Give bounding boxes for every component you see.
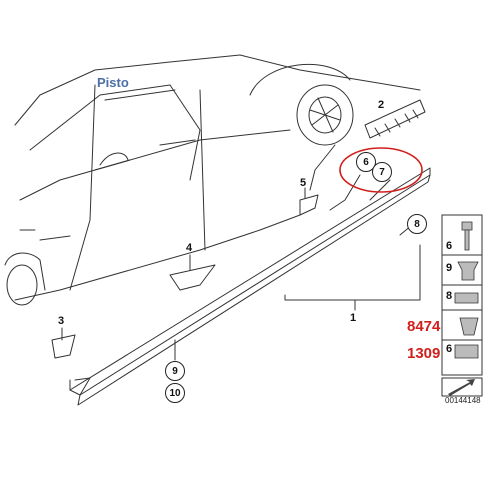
plug-8474 bbox=[459, 317, 479, 336]
wheel-arch bbox=[249, 63, 351, 96]
callout-9: 9 bbox=[165, 361, 185, 381]
screw-head bbox=[461, 221, 473, 231]
wheel-outer bbox=[296, 84, 354, 146]
callout-10: 10 bbox=[165, 383, 185, 403]
callout-2: 2 bbox=[378, 99, 385, 111]
car-sill-line bbox=[14, 214, 301, 301]
car-roof-line bbox=[14, 54, 241, 126]
callout-8: 8 bbox=[407, 214, 427, 234]
car-rear-door-edge bbox=[69, 84, 96, 291]
car-upper-line bbox=[239, 54, 421, 91]
car-door-gap bbox=[199, 89, 206, 251]
red-part-number-2: 1309 bbox=[407, 345, 441, 362]
callout-7: 7 bbox=[372, 162, 392, 182]
car-rear-window bbox=[29, 84, 201, 181]
watermark-text: Pisto bbox=[97, 75, 129, 90]
cable-line bbox=[309, 144, 336, 191]
callout-5: 5 bbox=[300, 177, 307, 189]
side-skirt-face bbox=[77, 174, 431, 406]
panel-label-6b: 6 bbox=[446, 343, 453, 355]
highlight-ellipse bbox=[339, 147, 423, 193]
callout-1: 1 bbox=[350, 312, 357, 324]
wheel-inner bbox=[308, 96, 342, 134]
panel-label-9: 9 bbox=[446, 262, 453, 274]
panel-label-8: 8 bbox=[446, 290, 453, 302]
rear-wheel-arch bbox=[4, 252, 46, 291]
clip-6 bbox=[454, 344, 479, 359]
leader-7 bbox=[369, 179, 391, 201]
clip-8 bbox=[454, 292, 479, 304]
reflector bbox=[39, 235, 71, 241]
mirror-shape bbox=[99, 152, 129, 166]
document-number: 00144148 bbox=[445, 396, 481, 405]
side-skirt-top bbox=[69, 167, 431, 396]
clip-9 bbox=[457, 261, 479, 281]
part-2-slots bbox=[374, 109, 419, 137]
screw-shank bbox=[464, 229, 470, 251]
part-3-clip bbox=[51, 334, 76, 359]
callout-3: 3 bbox=[58, 315, 65, 327]
callout-6: 6 bbox=[356, 152, 376, 172]
rear-wheel bbox=[6, 264, 38, 306]
part-2-grille bbox=[364, 99, 426, 139]
part-5-bracket bbox=[299, 194, 319, 216]
leader-6 bbox=[329, 174, 361, 211]
car-window-frame bbox=[104, 89, 176, 101]
part-4-bracket bbox=[169, 264, 216, 291]
callout-4: 4 bbox=[186, 242, 193, 254]
fastener-panel bbox=[441, 214, 483, 376]
car-belt-line bbox=[19, 129, 291, 201]
panel-label-6: 6 bbox=[446, 240, 453, 252]
side-skirt-end-cap bbox=[74, 377, 91, 396]
red-part-number-1: 8474 bbox=[407, 318, 441, 335]
bracket-1 bbox=[284, 244, 421, 301]
door-handle bbox=[159, 139, 196, 146]
mirror-base bbox=[94, 159, 131, 171]
arrow-icon bbox=[448, 379, 475, 396]
wheel-spokes bbox=[309, 97, 341, 133]
